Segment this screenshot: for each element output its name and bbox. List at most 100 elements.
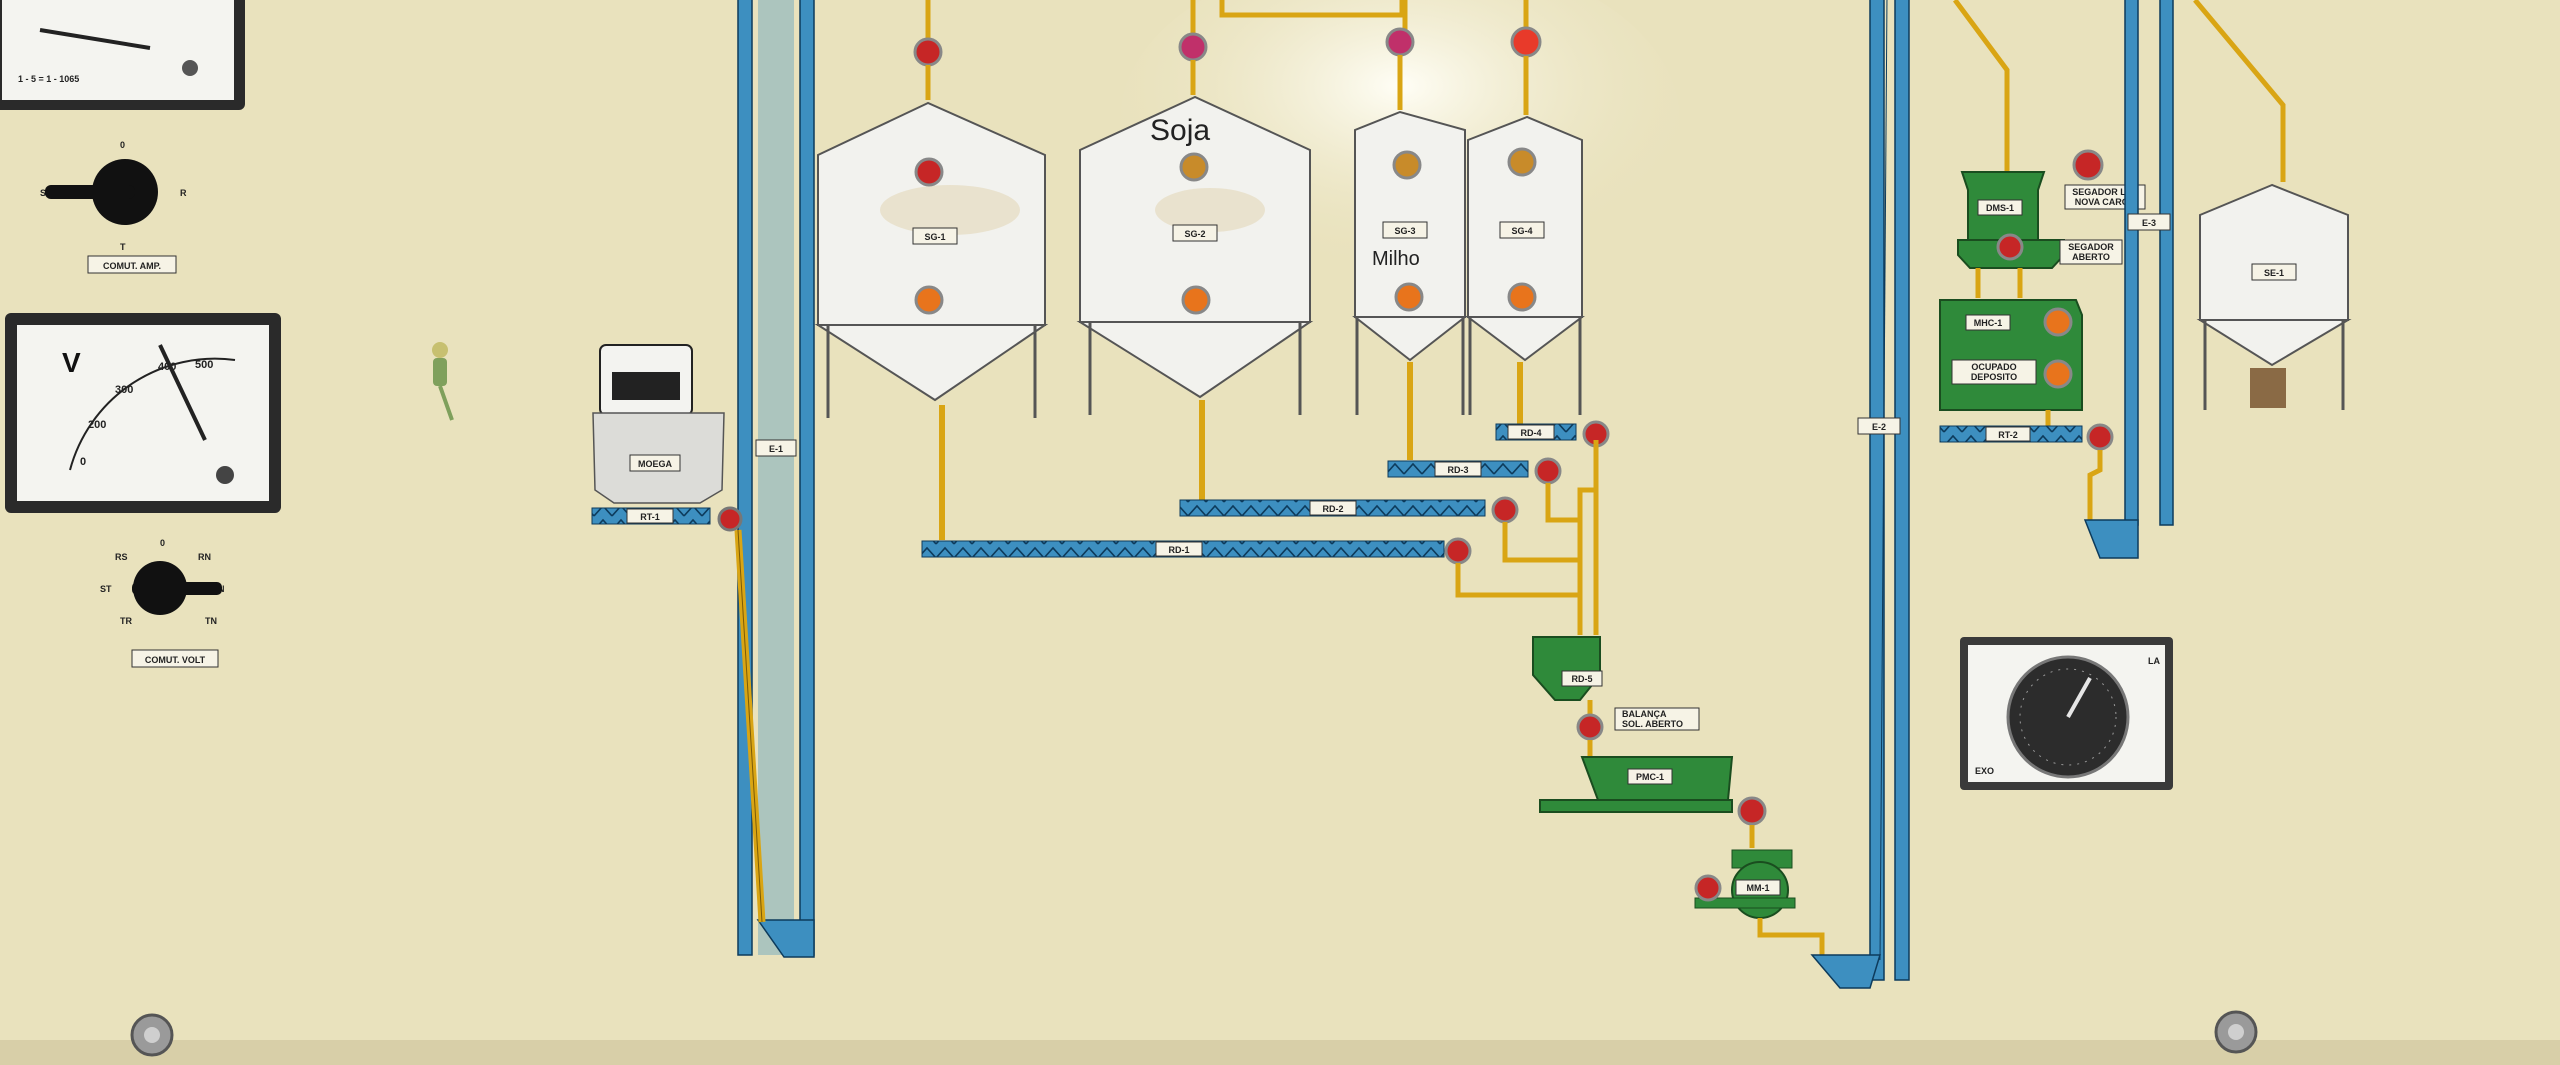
silo-sg4: SG-4 (1465, 115, 1585, 415)
lamp-mhc1-b (2043, 359, 2073, 389)
conveyor-rd2-label: RD-2 (1322, 504, 1343, 514)
amp-switch-mark-r: R (180, 188, 187, 198)
panel-bottom-edge (0, 1040, 2560, 1065)
volt-switch-label: COMUT. VOLT (131, 649, 219, 668)
silo-sg1: SG-1 (814, 101, 1049, 418)
amp-switch-mark-t: T (120, 242, 126, 252)
lamp-sg3-top (1392, 150, 1422, 180)
small-figure-sticker (432, 342, 454, 421)
silo-sg3-label: SG-3 (1394, 226, 1415, 236)
lamp-sg4-top (1507, 147, 1537, 177)
silo-sg4-label: SG-4 (1511, 226, 1532, 236)
collector-lines (1455, 440, 1599, 635)
elevator-e2-label: E-2 (1872, 422, 1886, 432)
status-tag-2-line1: SEGADOR (2068, 242, 2114, 252)
conveyor-rt2-label: RT-2 (1998, 430, 2018, 440)
elevator-e2: E-2 (1810, 0, 1910, 989)
elevator-e1-label: E-1 (769, 444, 783, 454)
volt-switch-mark-rs: RS (115, 552, 128, 562)
amp-switch-label: COMUT. AMP. (87, 255, 177, 274)
feed-line-sg2 (1219, 0, 1405, 18)
amp-selector-switch[interactable]: 0 S R T (40, 140, 187, 252)
mixer-pmc1: PMC-1 (1539, 756, 1734, 813)
volt-meter: V 0 200 300 400 500 (5, 313, 281, 513)
mill-mm1-label: MM-1 (1747, 883, 1770, 893)
elevator-e3-label: E-3 (2142, 218, 2156, 228)
volt-switch-mark-st: ST (100, 584, 112, 594)
volt-switch-mark-rn: RN (198, 552, 211, 562)
lamp-sg1-top (914, 157, 944, 187)
volt-switch-mark-0: 0 (160, 538, 165, 548)
lamp-pmc1 (1737, 796, 1767, 826)
silo-sg1-label: SG-1 (924, 232, 945, 242)
silo-sg2-label: SG-2 (1184, 229, 1205, 239)
lamp-rd3 (1534, 457, 1562, 485)
mixer-pmc1-label: PMC-1 (1636, 772, 1664, 782)
timer-needle (2066, 677, 2092, 718)
lamp-feed-sg3 (1385, 27, 1415, 57)
lamp-sg3-bottom (1394, 282, 1424, 312)
balanca-tag: BALANÇA SOL. ABERTO (1614, 707, 1700, 731)
silo-sg3: SG-3 Milho (1352, 110, 1468, 415)
hopper-rd5-label: RD-5 (1571, 674, 1592, 684)
feed-line-se1 (2193, 0, 2286, 182)
elevator-e1: E-1 (737, 0, 815, 958)
lamp-sg2-bottom (1181, 285, 1211, 315)
amp-switch-mark-s: S (40, 188, 46, 198)
volt-selector-switch[interactable]: 0 RS RN ST SN TR TN (100, 538, 225, 626)
truck-hopper-moega: MOEGA (592, 344, 725, 504)
status-tag-1-line1: SEGADOR LIG. (2072, 187, 2138, 197)
unit-mhc1-tag-line1: OCUPADO (1971, 362, 2016, 372)
status-tag-2: SEGADOR ABERTO (2059, 239, 2123, 265)
amp-switch-mark-0: 0 (120, 140, 125, 150)
feed-line-dms (1952, 0, 2010, 172)
lamp-dms1 (1996, 233, 2024, 261)
silo-se1: SE-1 (2196, 183, 2352, 410)
lamp-mhc1-a (2043, 307, 2073, 337)
timer-label: LA (2148, 656, 2160, 666)
lamp-sg4-bottom (1507, 282, 1537, 312)
silo-sg2: Soja SG-2 (1076, 95, 1314, 415)
timer-brand: EXO (1975, 766, 1994, 776)
silo-sg2-handwriting: Soja (1150, 114, 1210, 147)
moega-label: MOEGA (638, 459, 673, 469)
lamp-feed-sg4 (1510, 26, 1542, 58)
lamp-rd2 (1491, 496, 1519, 524)
lamp-rt2 (2086, 423, 2114, 451)
balanca-sublabel: SOL. ABERTO (1622, 719, 1683, 729)
unit-dms1-label: DMS-1 (1986, 203, 2014, 213)
timer-dial[interactable]: LA EXO (1960, 637, 2173, 790)
volt-scale-0: 0 (80, 456, 86, 468)
lamp-sg1-bottom (914, 285, 944, 315)
chute-e1-down-edge (737, 529, 763, 923)
amp-meter: 1 - 5 = 1 - 1065 (0, 0, 245, 110)
volt-scale-200: 200 (88, 419, 106, 431)
unit-mhc1-tag-line2: DEPOSITO (1971, 372, 2017, 382)
elevator-e3: E-3 (2083, 0, 2174, 559)
amp-meter-dial-text: 1 - 5 = 1 - 1065 (18, 74, 79, 84)
amp-switch-label-text: COMUT. AMP. (103, 261, 161, 271)
lamp-rd1 (1444, 537, 1472, 565)
lamp-balanca (1576, 713, 1604, 741)
lamp-sg2-top (1179, 152, 1209, 182)
lamp-feed-sg2 (1178, 32, 1208, 62)
conveyor-rd4-label: RD-4 (1520, 428, 1541, 438)
hopper-rd5: RD-5 (1532, 636, 1603, 701)
volt-switch-label-text: COMUT. VOLT (145, 655, 206, 665)
chute-mm1-to-e2 (1757, 918, 1825, 955)
lamp-mm1 (1694, 874, 1722, 902)
status-tag-2-line2: ABERTO (2072, 252, 2110, 262)
volt-meter-unit: V (62, 347, 81, 378)
silo-sg3-handwriting: Milho (1372, 248, 1420, 270)
lamp-status-top (2072, 149, 2104, 181)
lamp-feed-sg1 (913, 37, 943, 67)
conveyor-rt1-label: RT-1 (640, 512, 660, 522)
conveyor-rd3-label: RD-3 (1447, 465, 1468, 475)
mill-mm1: MM-1 (1694, 849, 1796, 919)
volt-meter-needle (158, 344, 207, 441)
volt-switch-mark-tr: TR (120, 616, 132, 626)
conveyor-rd1-label: RD-1 (1168, 545, 1189, 555)
volt-scale-300: 300 (115, 384, 133, 396)
volt-scale-500: 500 (195, 359, 213, 371)
